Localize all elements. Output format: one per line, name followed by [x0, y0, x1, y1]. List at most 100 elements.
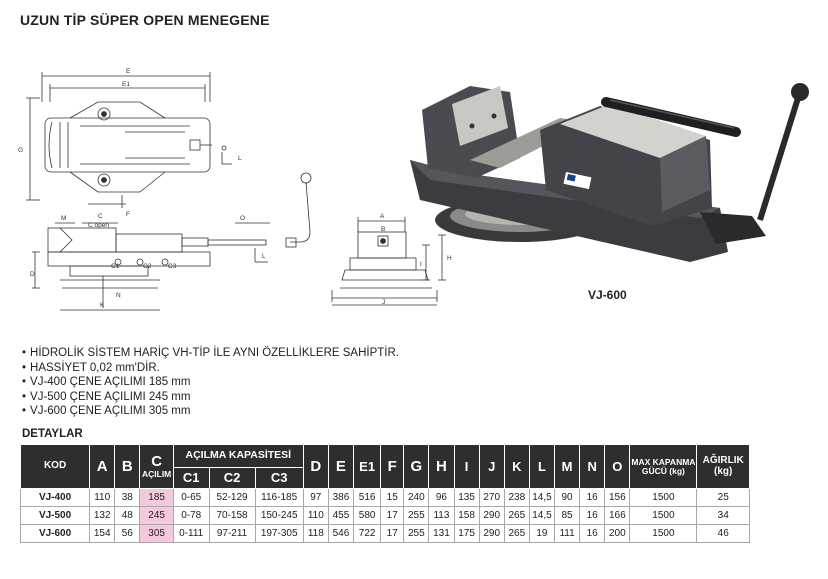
table-row: VJ-400 110 38 185 0-65 52-129 116-185 97…: [19, 488, 750, 507]
col-header-c3: C3: [254, 467, 304, 489]
cell-m: 90: [553, 488, 581, 507]
top-view-drawing: [26, 72, 232, 208]
cell-c1: 0-111: [172, 524, 210, 543]
cell-o: 200: [604, 524, 631, 543]
col-header-m: M: [553, 444, 581, 489]
dim-label-e: E: [126, 68, 131, 75]
cell-c3: 116-185: [254, 488, 304, 507]
col-header-e: E: [327, 444, 355, 489]
dim-label-c-open: C open: [88, 222, 109, 229]
cell-g: 255: [403, 524, 430, 543]
cell-i: 175: [453, 524, 480, 543]
cell-agirlik: 46: [696, 524, 750, 543]
dim-label-m: M: [61, 215, 66, 222]
cell-agirlik: 25: [696, 488, 750, 507]
col-header-h: H: [428, 444, 455, 489]
cell-n: 16: [579, 488, 606, 507]
col-header-f: F: [380, 444, 405, 489]
col-header-c2: C2: [208, 467, 256, 489]
col-header-d: D: [302, 444, 329, 489]
product-model-label: VJ-600: [588, 288, 627, 302]
cell-e1: 580: [352, 506, 382, 525]
dim-label-l-front: L: [262, 253, 266, 260]
cell-h: 113: [428, 506, 455, 525]
col-header-l: L: [528, 444, 556, 489]
col-header-c1: C1: [172, 467, 210, 489]
dim-label-j: J: [382, 299, 385, 306]
cell-n: 16: [579, 506, 606, 525]
cell-c: 305: [139, 524, 174, 543]
dim-label-c2: C2: [143, 263, 152, 270]
col-header-agirlik: AĞIRLIK (kg): [696, 444, 750, 489]
feature-item: HİDROLİK SİSTEM HARİÇ VH-TİP İLE AYNI ÖZ…: [22, 346, 399, 361]
dim-label-d: D: [30, 271, 35, 278]
col-header-k: K: [503, 444, 530, 489]
cell-e: 455: [327, 506, 355, 525]
cell-e: 546: [327, 524, 355, 543]
col-header-c: C AÇILIM: [139, 444, 174, 489]
table-row: VJ-600 154 56 305 0-111 97-211 197-305 1…: [19, 524, 750, 543]
dim-label-o: O: [240, 215, 245, 222]
cell-k: 265: [503, 524, 530, 543]
page-title: UZUN TİP SÜPER OPEN MENEGENE: [20, 12, 270, 28]
dim-label-b: B: [381, 226, 385, 233]
cell-a: 110: [89, 488, 116, 507]
dim-label-c1: C1: [111, 263, 120, 270]
front-view-drawing: [32, 172, 312, 311]
col-header-c-letter: C: [151, 453, 163, 471]
cell-d: 118: [302, 524, 329, 543]
cell-e: 386: [327, 488, 355, 507]
col-header-c-sub: AÇILIM: [141, 468, 172, 479]
dim-label-f: F: [126, 211, 130, 218]
cell-g: 255: [403, 506, 430, 525]
col-header-g: G: [403, 444, 430, 489]
dim-label-g: G: [18, 147, 23, 154]
cell-i: 158: [453, 506, 480, 525]
vise-product-image: [410, 83, 809, 262]
cell-f: 17: [380, 524, 405, 543]
technical-drawings: E E1 G F L M C C open D C1 C2 C3 O N K L…: [18, 68, 809, 311]
dim-label-n: N: [116, 292, 121, 299]
spec-table: KOD A B C AÇILIM AÇILMA KAPASİTESİ D E E…: [19, 444, 750, 543]
cell-b: 38: [114, 488, 141, 507]
col-header-j: J: [478, 444, 505, 489]
dim-label-a: A: [380, 213, 385, 220]
dim-label-e1: E1: [122, 81, 130, 88]
cell-j: 290: [478, 506, 505, 525]
cell-i: 135: [453, 488, 480, 507]
cell-d: 110: [302, 506, 329, 525]
cell-o: 156: [604, 488, 631, 507]
col-header-o: O: [604, 444, 631, 489]
table-row: VJ-500 132 48 245 0-78 70-158 150-245 11…: [19, 506, 750, 525]
cell-b: 56: [114, 524, 141, 543]
cell-f: 15: [380, 488, 405, 507]
cell-c3: 197-305: [254, 524, 304, 543]
cell-c: 245: [139, 506, 174, 525]
cell-kod: VJ-600: [19, 524, 91, 543]
cell-e1: 516: [352, 488, 382, 507]
dim-label-i: I: [420, 261, 422, 268]
cell-k: 265: [503, 506, 530, 525]
feature-item: VJ-600 ÇENE AÇILIMI 305 mm: [22, 404, 399, 419]
feature-item: VJ-500 ÇENE AÇILIMI 245 mm: [22, 390, 399, 405]
cell-l: 14,5: [528, 488, 556, 507]
cell-n: 16: [579, 524, 606, 543]
cell-h: 96: [428, 488, 455, 507]
cell-max: 1500: [629, 488, 698, 507]
cell-f: 17: [380, 506, 405, 525]
cell-a: 154: [89, 524, 116, 543]
cell-l: 14,5: [528, 506, 556, 525]
cell-k: 238: [503, 488, 530, 507]
col-header-acilma: AÇILMA KAPASİTESİ: [172, 444, 304, 468]
cell-c1: 0-65: [172, 488, 210, 507]
cell-max: 1500: [629, 506, 698, 525]
cell-m: 111: [553, 524, 581, 543]
cell-kod: VJ-400: [19, 488, 91, 507]
feature-item: VJ-400 ÇENE AÇILIMI 185 mm: [22, 375, 399, 390]
cell-c1: 0-78: [172, 506, 210, 525]
cell-o: 166: [604, 506, 631, 525]
col-header-i: I: [453, 444, 480, 489]
cell-c3: 150-245: [254, 506, 304, 525]
cell-g: 240: [403, 488, 430, 507]
cell-m: 85: [553, 506, 581, 525]
